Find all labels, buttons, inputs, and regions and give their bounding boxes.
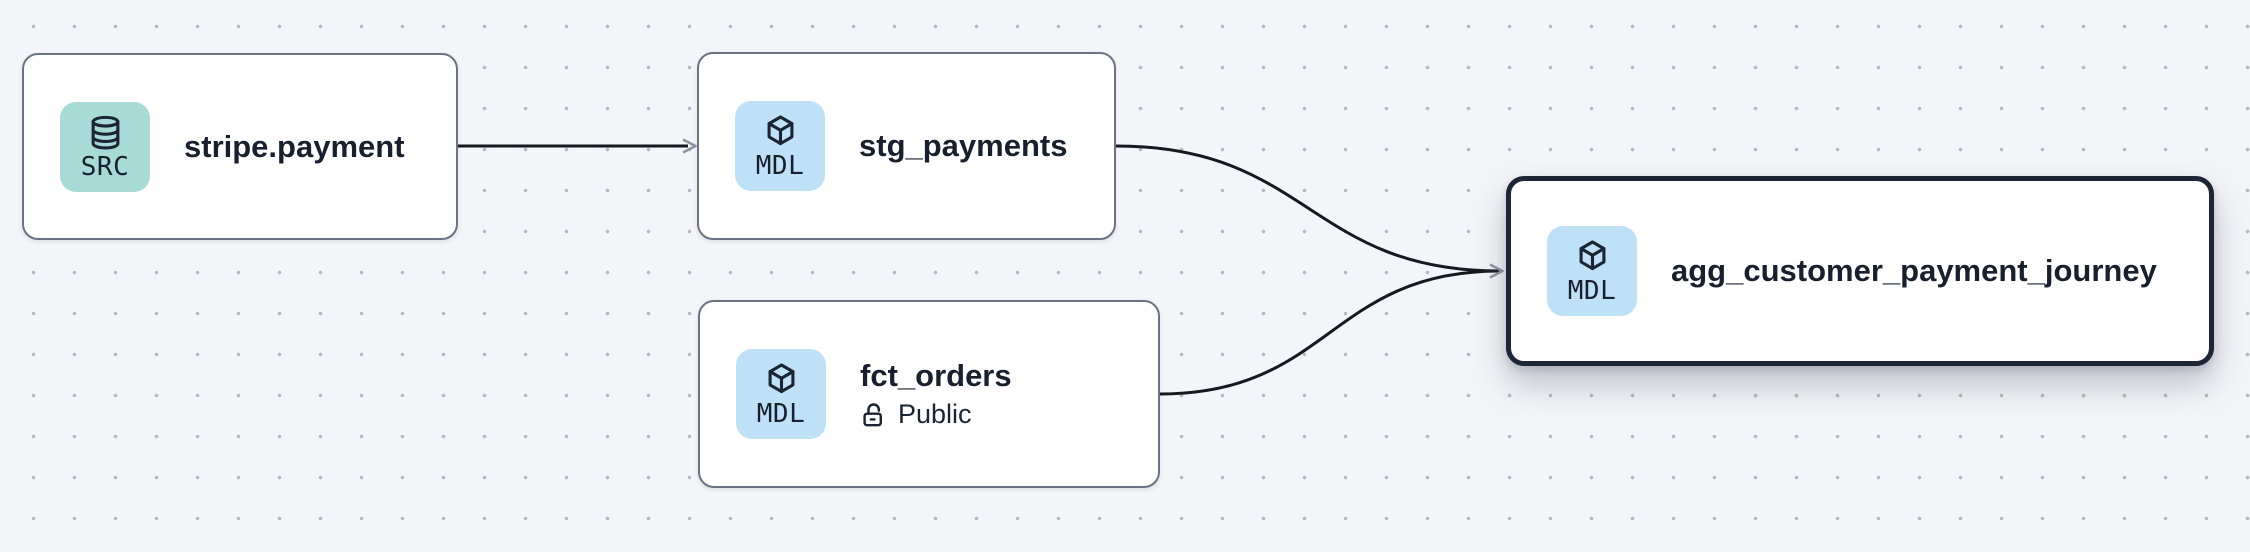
cube-icon bbox=[767, 115, 793, 146]
edge-stg-payments-to-agg-customer-payment-journey[interactable] bbox=[1115, 144, 1501, 273]
cube-icon bbox=[768, 363, 794, 394]
arrowhead-icon bbox=[1489, 263, 1504, 279]
badge-label: MDL bbox=[756, 399, 806, 429]
node-title: stg_payments bbox=[859, 128, 1068, 164]
model-type-badge: MDL bbox=[735, 101, 825, 191]
badge-label: MDL bbox=[755, 151, 805, 181]
node-agg-customer-payment-journey[interactable]: MDL agg_customer_payment_journey bbox=[1506, 176, 2214, 366]
node-title: agg_customer_payment_journey bbox=[1671, 253, 2157, 289]
arrowhead-icon bbox=[682, 138, 697, 154]
cube-icon bbox=[1579, 240, 1605, 271]
database-icon bbox=[91, 115, 119, 149]
node-title: fct_orders bbox=[860, 357, 1012, 393]
unlock-icon bbox=[863, 403, 882, 427]
access-label: Public bbox=[898, 399, 972, 430]
edge-fct-orders-to-agg-customer-payment-journey[interactable] bbox=[1159, 269, 1501, 396]
node-stripe-payment[interactable]: SRC stripe.payment bbox=[22, 53, 458, 240]
badge-label: SRC bbox=[80, 151, 130, 182]
node-title: stripe.payment bbox=[184, 128, 405, 164]
node-fct-orders[interactable]: MDL fct_orders Public bbox=[698, 300, 1160, 488]
source-type-badge: SRC bbox=[60, 101, 150, 192]
model-type-badge: MDL bbox=[1547, 226, 1637, 316]
node-stg-payments[interactable]: MDL stg_payments bbox=[697, 52, 1116, 240]
model-type-badge: MDL bbox=[736, 349, 826, 439]
badge-label: MDL bbox=[1567, 276, 1617, 306]
access-badge: Public bbox=[860, 400, 1012, 430]
